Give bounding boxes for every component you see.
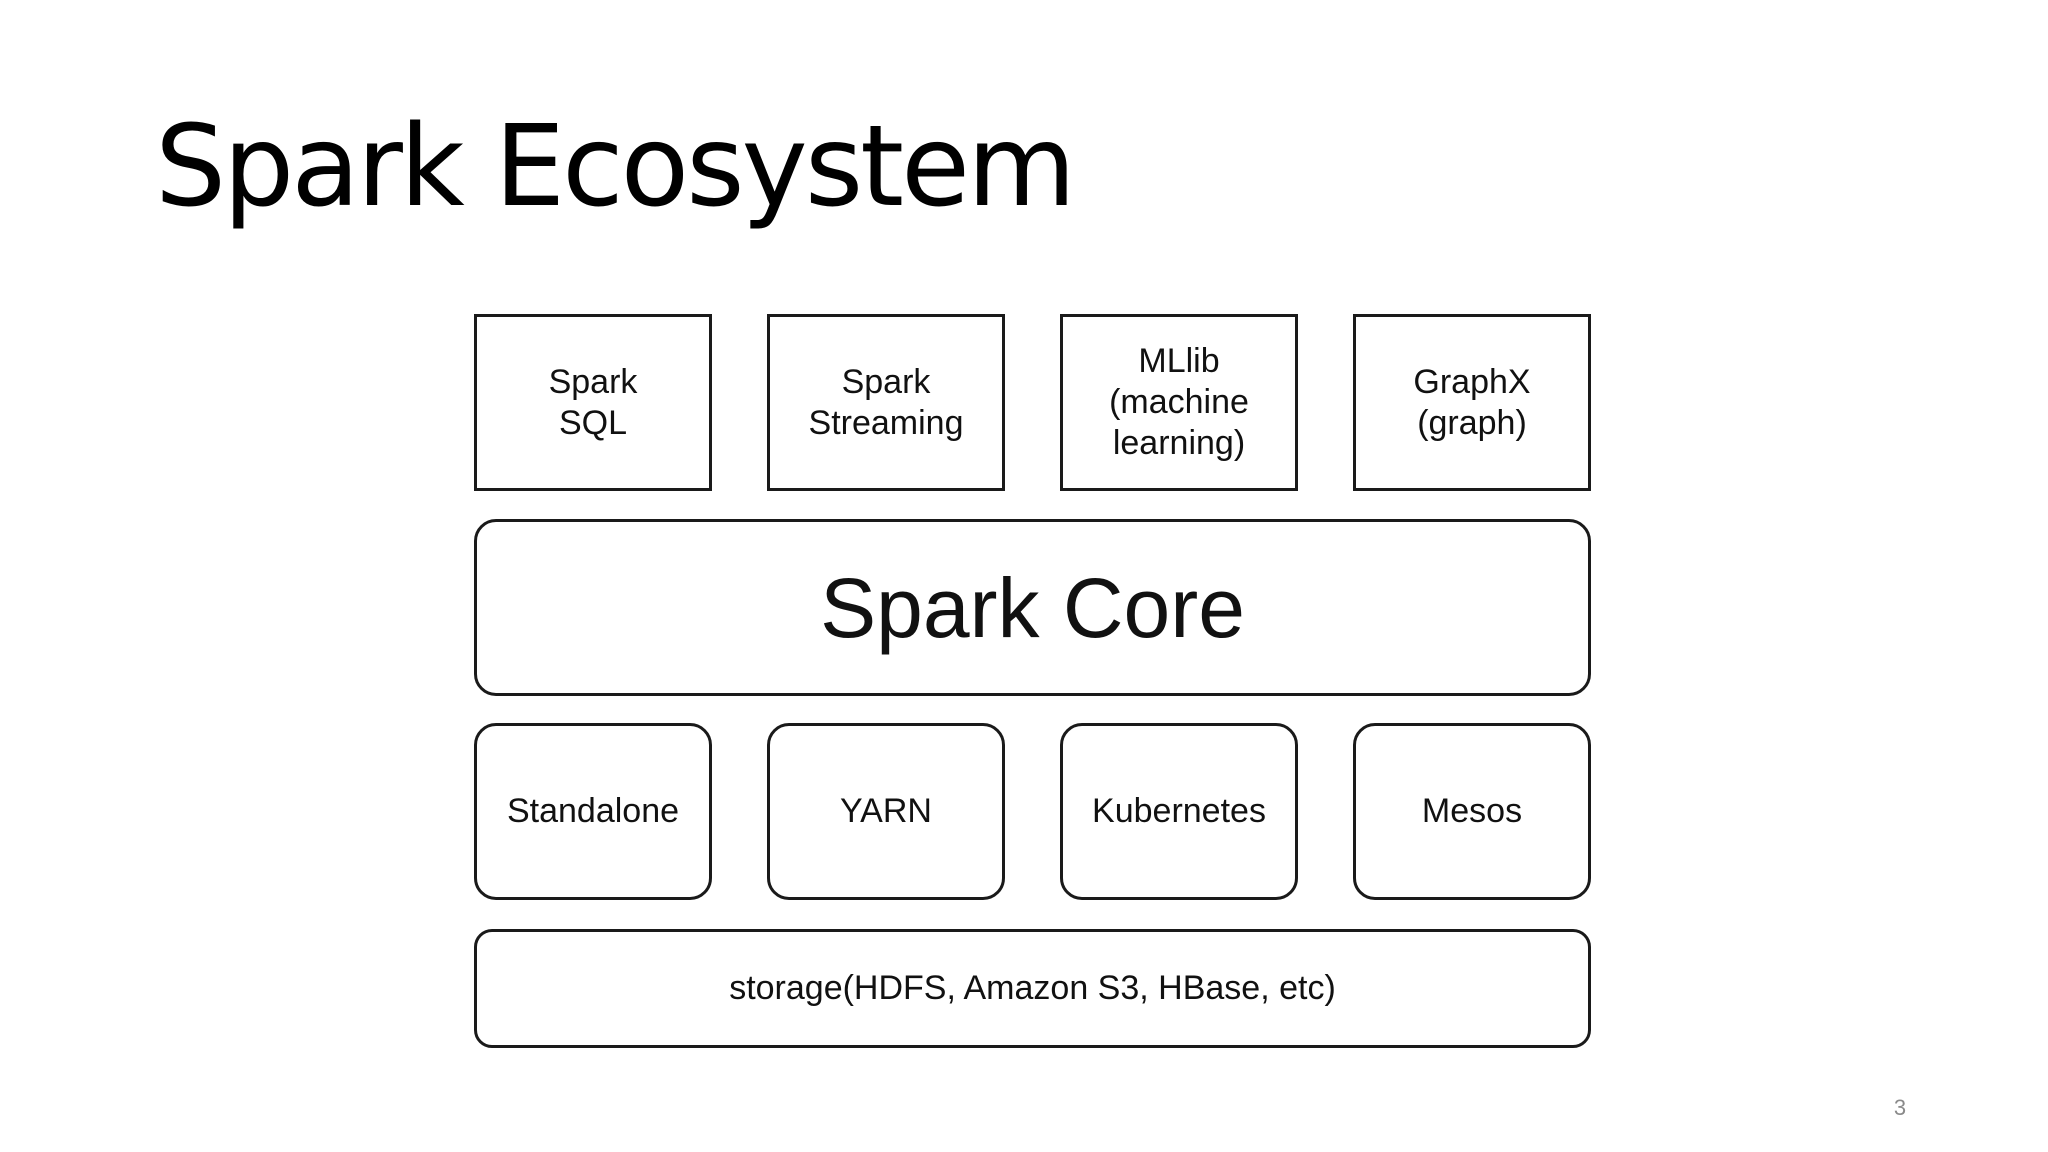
kubernetes-box: Kubernetes xyxy=(1060,723,1298,900)
spark-streaming-box: Spark Streaming xyxy=(767,314,1005,491)
spark-streaming-label: Spark Streaming xyxy=(808,362,964,442)
mesos-box: Mesos xyxy=(1353,723,1591,900)
storage-box: storage(HDFS, Amazon S3, HBase, etc) xyxy=(474,929,1591,1048)
mllib-box: MLlib (machine learning) xyxy=(1060,314,1298,491)
page-number: 3 xyxy=(1893,1095,1907,1120)
slide-title: Spark Ecosystem xyxy=(155,102,1076,232)
storage-label: storage(HDFS, Amazon S3, HBase, etc) xyxy=(729,969,1336,1007)
kubernetes-label: Kubernetes xyxy=(1092,792,1266,830)
standalone-label: Standalone xyxy=(506,792,680,830)
graphx-box: GraphX (graph) xyxy=(1353,314,1591,491)
spark-core-label: Spark Core xyxy=(820,560,1245,655)
spark-core-box: Spark Core xyxy=(474,519,1591,696)
mllib-label: MLlib (machine learning) xyxy=(1109,342,1249,462)
yarn-label: YARN xyxy=(840,792,932,830)
graphx-label: GraphX (graph) xyxy=(1413,362,1531,442)
standalone-box: Standalone xyxy=(474,723,712,900)
spark-sql-box: Spark SQL xyxy=(474,314,712,491)
spark-sql-label: Spark SQL xyxy=(548,362,638,442)
yarn-box: YARN xyxy=(767,723,1005,900)
mesos-label: Mesos xyxy=(1421,792,1523,830)
